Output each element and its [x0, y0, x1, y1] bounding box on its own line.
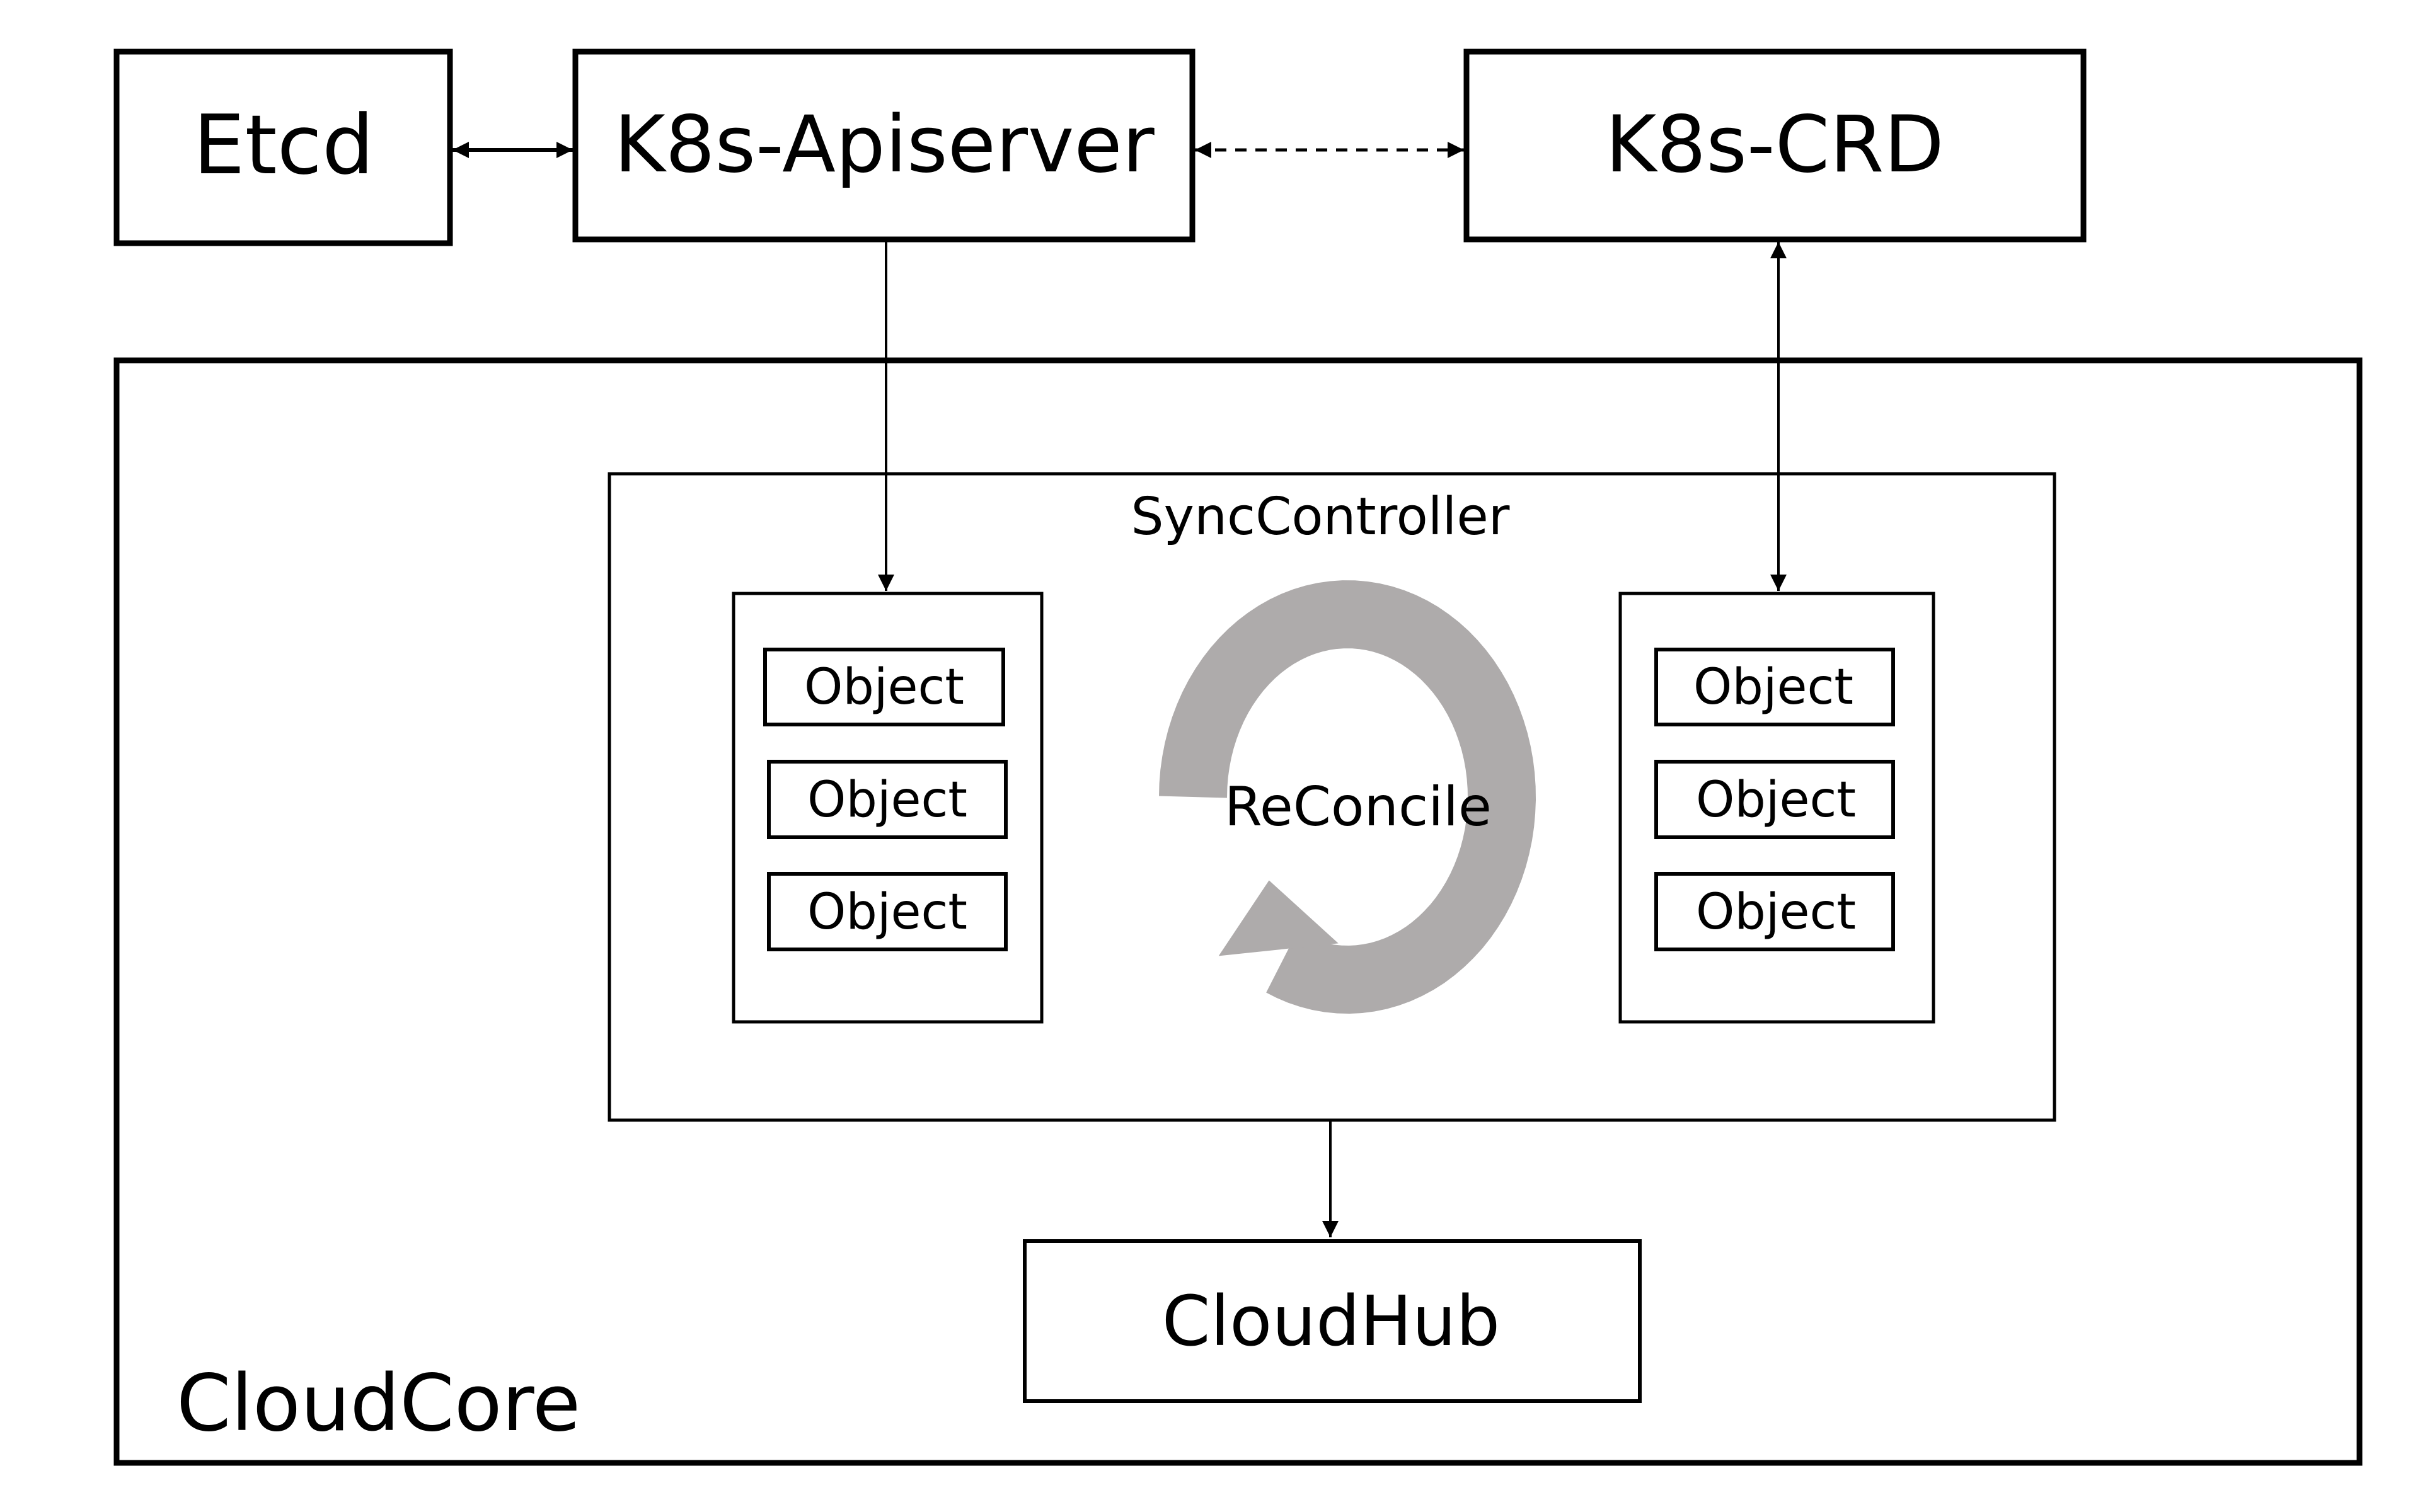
right-object-2: Object: [1654, 760, 1895, 839]
right-object-1-label: Object: [1693, 659, 1853, 716]
left-object-1-label: Object: [804, 659, 964, 716]
cloudcore-label: CloudCore: [176, 1358, 580, 1449]
left-object-2-label: Object: [807, 772, 967, 828]
cloudhub-label: CloudHub: [1162, 1281, 1500, 1361]
left-object-store: Object Object Object: [732, 592, 1044, 1024]
cloudcore-container: CloudCore: [113, 357, 2363, 1466]
reconcile-ring: [1159, 580, 1536, 1014]
left-object-3-label: Object: [807, 884, 967, 941]
right-object-1: Object: [1654, 648, 1895, 726]
reconcile-cycle-icon: ReConcile: [1159, 580, 1536, 1014]
cloudhub-node: CloudHub: [1023, 1239, 1642, 1403]
crd-node: K8s-CRD: [1463, 49, 2087, 243]
apiserver-node: K8s-Apiserver: [572, 49, 1196, 243]
left-object-1: Object: [763, 648, 1005, 726]
left-object-2: Object: [767, 760, 1008, 839]
reconcile-label: ReConcile: [1224, 776, 1492, 839]
left-object-3: Object: [767, 872, 1008, 951]
crd-label: K8s-CRD: [1605, 100, 1944, 190]
right-object-3: Object: [1654, 872, 1895, 951]
reconcile-arrowhead: [1218, 880, 1339, 956]
apiserver-label: K8s-Apiserver: [614, 100, 1154, 190]
right-object-2-label: Object: [1696, 772, 1856, 828]
etcd-label: Etcd: [193, 97, 374, 193]
synccontroller-label: SyncController: [1131, 487, 1510, 547]
right-object-3-label: Object: [1696, 884, 1856, 941]
etcd-node: Etcd: [113, 49, 453, 246]
right-object-store: Object Object Object: [1618, 592, 1935, 1024]
